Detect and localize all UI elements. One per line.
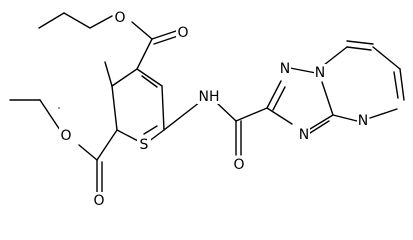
bond	[89, 15, 113, 29]
bond	[372, 46, 401, 70]
bond	[289, 67, 317, 74]
bond	[346, 40, 374, 45]
bond	[266, 80, 282, 109]
bond	[116, 129, 141, 143]
bridgehead-n-atom: N	[314, 64, 326, 81]
bond	[111, 85, 118, 131]
bond	[321, 81, 334, 116]
bond-layer	[9, 12, 405, 194]
atom-label-o: O	[60, 128, 71, 144]
bond	[136, 68, 163, 87]
ester2-ether-o-atom: O	[59, 127, 73, 144]
bond	[39, 99, 61, 131]
bond	[399, 68, 405, 101]
atom-layer: S NH N N N N O O	[59, 9, 369, 209]
atom-label-n: N	[299, 127, 309, 143]
bond	[143, 125, 158, 135]
structure-diagram: S NH N N N N O O	[9, 9, 405, 209]
ester1-carbonyl-o-atom: O	[176, 24, 190, 41]
bond	[309, 120, 330, 134]
bond	[266, 107, 293, 125]
atom-label-o: O	[93, 193, 104, 209]
bond	[309, 114, 334, 130]
amide-carbonyl-o-atom: O	[232, 156, 246, 173]
atom-label-nh: NH	[199, 89, 220, 105]
bond	[96, 129, 118, 161]
atom-label-o: O	[233, 157, 244, 173]
amide-nh-atom: NH	[197, 88, 221, 105]
sulfur-atom: S	[137, 136, 151, 153]
bond	[161, 85, 165, 131]
ester1-ether-o-atom: O	[113, 9, 127, 26]
atom-label-o: O	[114, 10, 125, 26]
triazole-n3-atom: N	[298, 126, 310, 143]
atom-label-n: N	[315, 65, 325, 81]
bond	[235, 107, 268, 122]
atom-label-n: N	[358, 113, 368, 129]
bond	[111, 68, 138, 87]
ester2-carbonyl-o-atom: O	[92, 192, 106, 209]
bond	[393, 71, 399, 99]
bond	[346, 46, 372, 51]
atom-label-s: S	[140, 137, 149, 153]
bond	[141, 75, 158, 88]
bond	[323, 46, 348, 66]
bond	[63, 12, 91, 29]
bond	[272, 86, 286, 111]
atom-label-o: O	[177, 25, 188, 41]
bond	[369, 108, 398, 119]
bond	[78, 144, 98, 161]
bond	[332, 114, 358, 122]
bond	[136, 38, 153, 70]
bond	[104, 61, 113, 87]
pyrimidine-n-atom: N	[357, 112, 369, 129]
bond	[131, 21, 153, 40]
bond	[38, 12, 65, 29]
bond	[153, 35, 179, 45]
triazole-n1-atom: N	[279, 60, 291, 77]
atom-label-n: N	[280, 61, 290, 77]
bond	[151, 30, 177, 40]
bond	[216, 102, 237, 122]
bond	[163, 101, 201, 131]
